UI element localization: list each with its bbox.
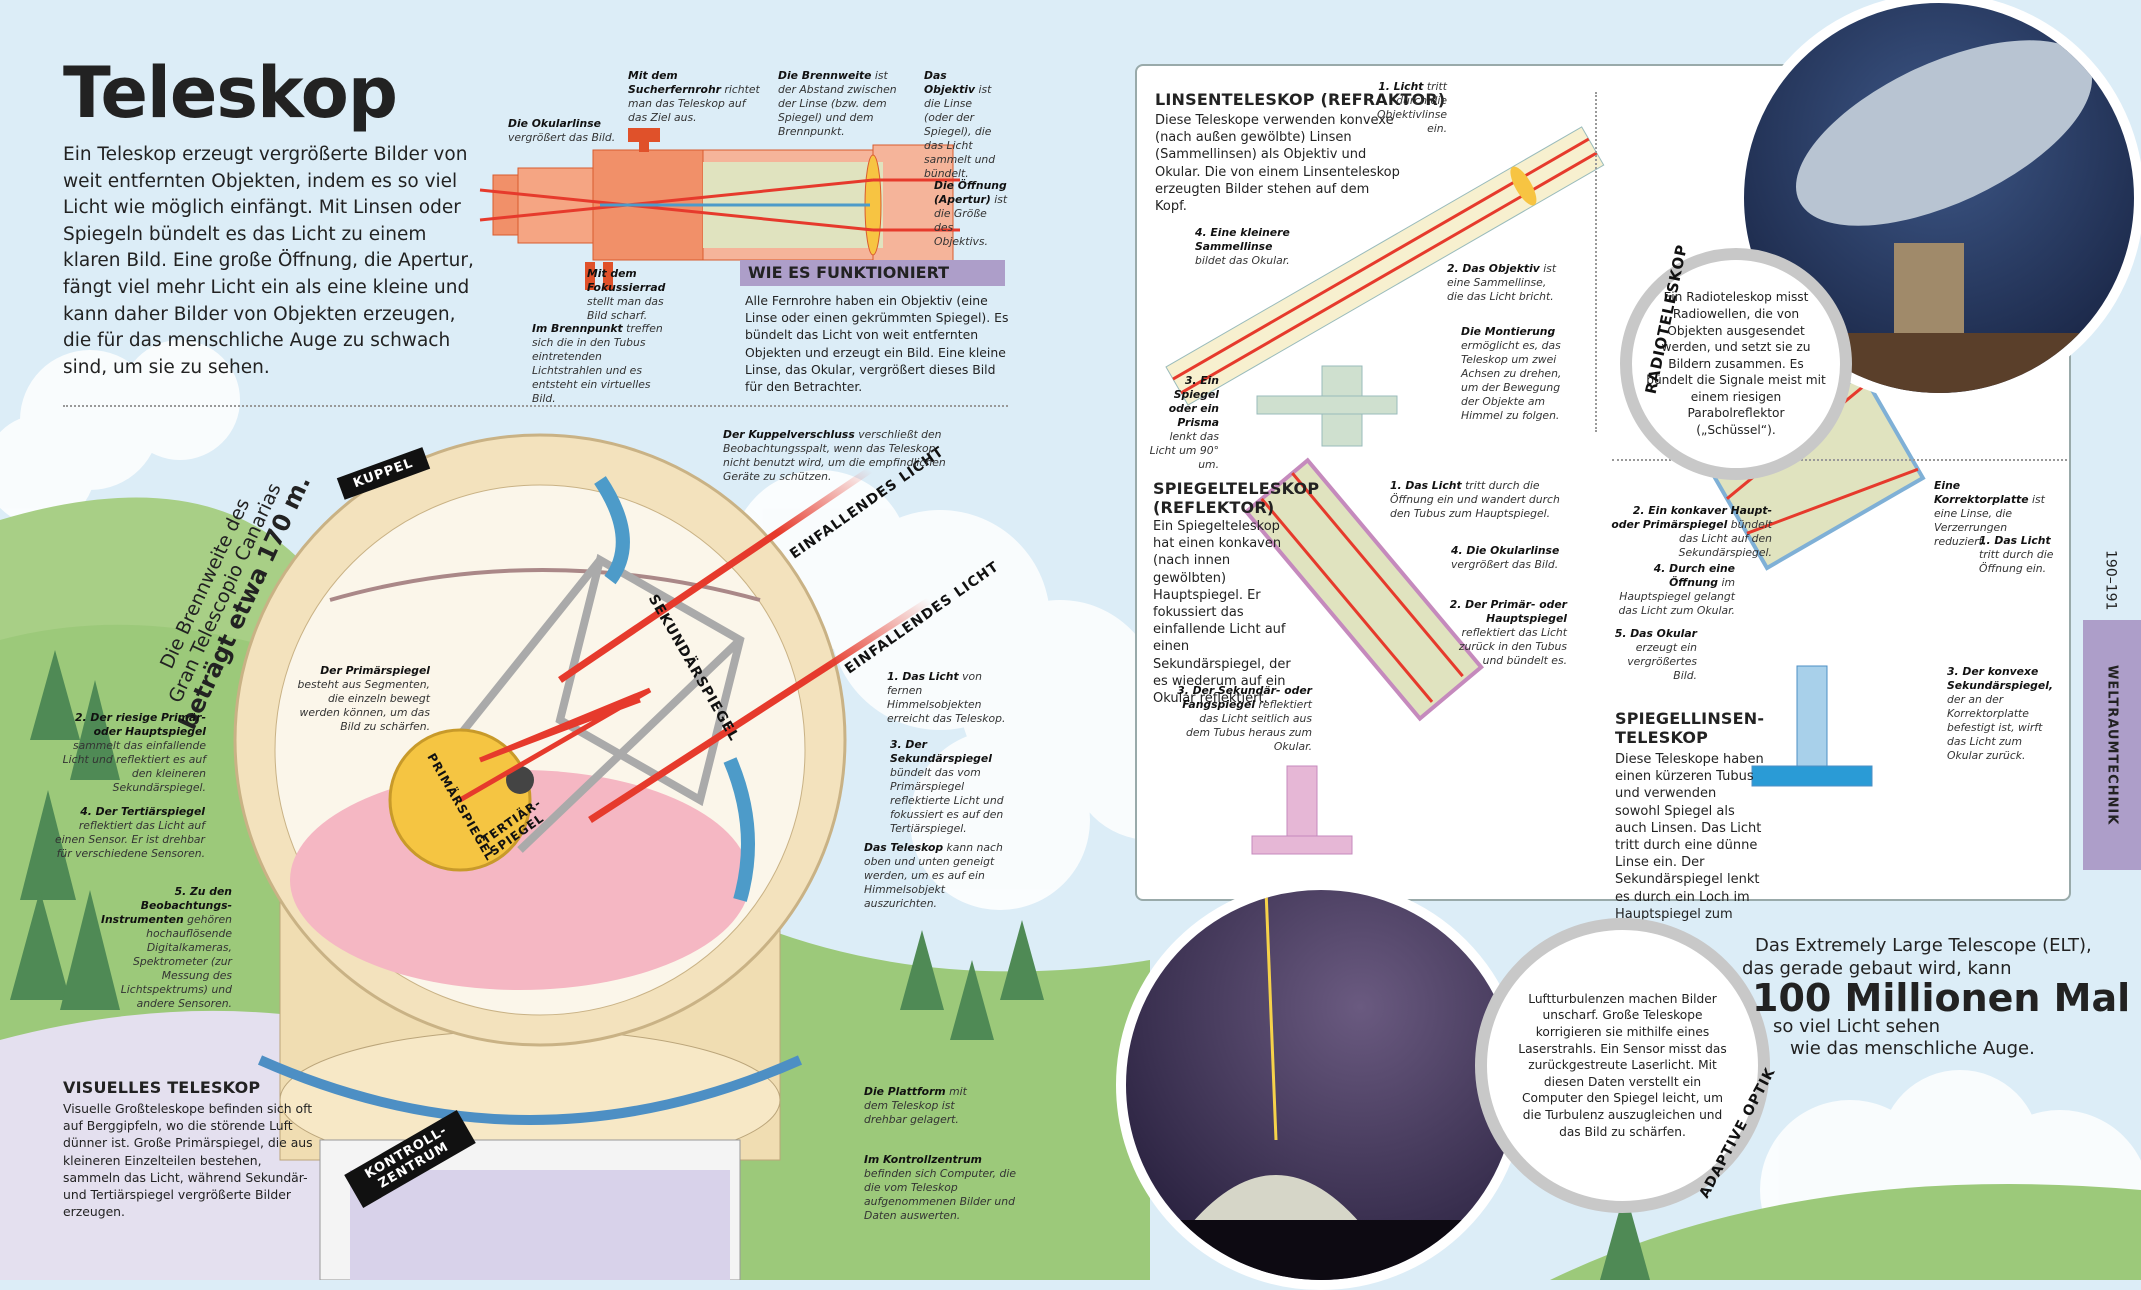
page-numbers: 190–191 xyxy=(2102,549,2119,611)
elt-line2: das gerade gebaut wird, kann xyxy=(1742,958,2012,979)
spiegellinsen-label-1: 1. Das Licht tritt durch die Öffnung ein… xyxy=(1979,534,2054,575)
reflektor-body: Ein Spiegelteleskop hat einen konkaven (… xyxy=(1153,519,1291,707)
label-plattform: Die Plattform mit dem Teleskop ist drehb… xyxy=(864,1085,967,1126)
reflektor-label-2: 2. Der Primär- oder Hauptspiegel reflekt… xyxy=(1449,598,1567,667)
reflektor-label-4: 4. Die Okularlinse vergrößert das Bild. xyxy=(1451,544,1560,571)
label-okularlinse: Die Okularlinse vergrößert das Bild. xyxy=(508,117,616,144)
visual-telescope-body: Visuelle Großteleskope befinden sich oft… xyxy=(63,1101,313,1220)
telescope-types-illustrations xyxy=(1165,126,1926,855)
label-teleskop-neigung: Das Teleskop kann nach oben und unten ge… xyxy=(864,841,1003,910)
refraktor-label-montierung: Die Montierung ermöglicht es, das Telesk… xyxy=(1461,325,1562,422)
spiegellinsen-label-4: 4. Durch eine Öffnung im Hauptspiegel ge… xyxy=(1618,562,1735,617)
adaptive-optics-text: Luftturbulenzen machen Bilder unscharf. … xyxy=(1518,991,1727,1139)
visual-telescope-heading: VISUELLES TELESKOP xyxy=(63,1078,261,1097)
trees xyxy=(10,650,1650,1280)
spiegellinsen-body: Diese Teleskope haben einen kürzeren Tub… xyxy=(1615,752,1764,939)
divider xyxy=(1612,459,2067,461)
refraktor-label-4: 4. Eine kleinere Sammellinse bildet das … xyxy=(1195,226,1290,267)
refraktor-label-3: 3. Ein Spiegel oder ein Prisma lenkt das… xyxy=(1149,374,1219,471)
label-step-5: 5. Zu den Beobachtungs-Instrumenten gehö… xyxy=(100,885,232,1010)
label-objektiv: Das Objektiv ist die Linse (oder der Spi… xyxy=(924,69,996,180)
label-step-4: 4. Der Tertiärspiegel reflektiert das Li… xyxy=(55,805,205,860)
telescope-types-panel: LINSENTELESKOP (REFRAKTOR) Diese Telesko… xyxy=(1135,64,2071,939)
refraktor-heading: LINSENTELESKOP (REFRAKTOR) xyxy=(1155,90,1446,109)
intro-text: Ein Teleskop erzeugt vergrößerte Bilder … xyxy=(63,144,474,378)
label-brennpunkt: Im Brennpunkt treffen sich die in den Tu… xyxy=(532,322,663,405)
divider xyxy=(1595,92,1597,432)
reflektor-heading: SPIEGELTELESKOP (REFLEKTOR) xyxy=(1153,479,1320,517)
elt-line1: Das Extremely Large Telescope (ELT), xyxy=(1755,935,2092,956)
elt-line3: so viel Licht sehen xyxy=(1773,1016,1941,1037)
adaptive-optics-photo xyxy=(1116,880,1526,1290)
elt-line4: wie das menschliche Auge. xyxy=(1790,1038,2035,1059)
spiegellinsen-label-5: 5. Das Okular erzeugt ein vergrößertes B… xyxy=(1614,627,1697,682)
reflektor-label-3: 3. Der Sekundär- oder Fangspiegel reflek… xyxy=(1177,684,1312,753)
spiegellinsen-label-3: 3. Der konvexe Sekundärspiegel, der an d… xyxy=(1947,665,2054,762)
spiegellinsen-heading: SPIEGELLINSEN-TELESKOP xyxy=(1615,709,1765,747)
label-oeffnung: Die Öffnung (Apertur) ist die Größe des … xyxy=(934,179,1008,248)
page-title: Teleskop xyxy=(63,52,398,134)
divider xyxy=(63,405,1008,407)
label-step-3: 3. Der Sekundärspiegel bündelt das vom P… xyxy=(890,738,1004,835)
reflektor-label-1: 1. Das Licht tritt durch die Öffnung ein… xyxy=(1390,479,1560,520)
elt-big-number: 100 Millionen Mal xyxy=(1752,976,2131,1020)
how-it-works-heading: WIE ES FUNKTIONIERT xyxy=(740,260,1005,286)
refraktor-body: Diese Teleskope verwenden konvexe (nach … xyxy=(1155,113,1400,215)
observatory-illustration xyxy=(233,433,932,1280)
label-step-2: 2. Der riesige Primär- oder Hauptspiegel… xyxy=(62,711,206,794)
label-brennweite: Die Brennweite ist der Abstand zwischen … xyxy=(778,69,897,138)
label-step-1: 1. Das Licht von fernen Himmelsobjekten … xyxy=(887,670,1006,725)
spiegellinsen-label-2: 2. Ein konkaver Haupt- oder Primärspiege… xyxy=(1611,504,1772,559)
section-tab[interactable]: WELTRAUMTECHNIK xyxy=(2083,620,2141,870)
radio-telescope-text: Ein Radioteleskop misst Radiowellen, die… xyxy=(1646,290,1826,438)
label-fokussierrad: Mit dem Fokussierrad stellt man das Bild… xyxy=(587,267,666,322)
spiegellinsen-label-korrektor: Eine Korrektorplatte ist eine Linse, die… xyxy=(1934,479,2045,548)
label-kontrollzentrum: Im Kontrollzentrum befinden sich Compute… xyxy=(864,1153,1016,1222)
refraktor-label-2: 2. Das Objektiv ist eine Sammellinse, di… xyxy=(1447,262,1557,303)
label-kuppelverschluss: Der Kuppelverschluss verschließt den Beo… xyxy=(723,428,946,483)
how-it-works-body: Alle Fernrohre haben ein Objektiv (eine … xyxy=(745,293,1009,395)
refractor-tube-diagram xyxy=(479,128,960,290)
refraktor-label-1: 1. Licht tritt durch die Objektivlinse e… xyxy=(1377,80,1447,135)
label-sucherfernrohr: Mit dem Sucherfernrohr richtet man das T… xyxy=(628,69,760,124)
label-segments: Der Primärspiegel besteht aus Segmenten,… xyxy=(297,664,430,733)
